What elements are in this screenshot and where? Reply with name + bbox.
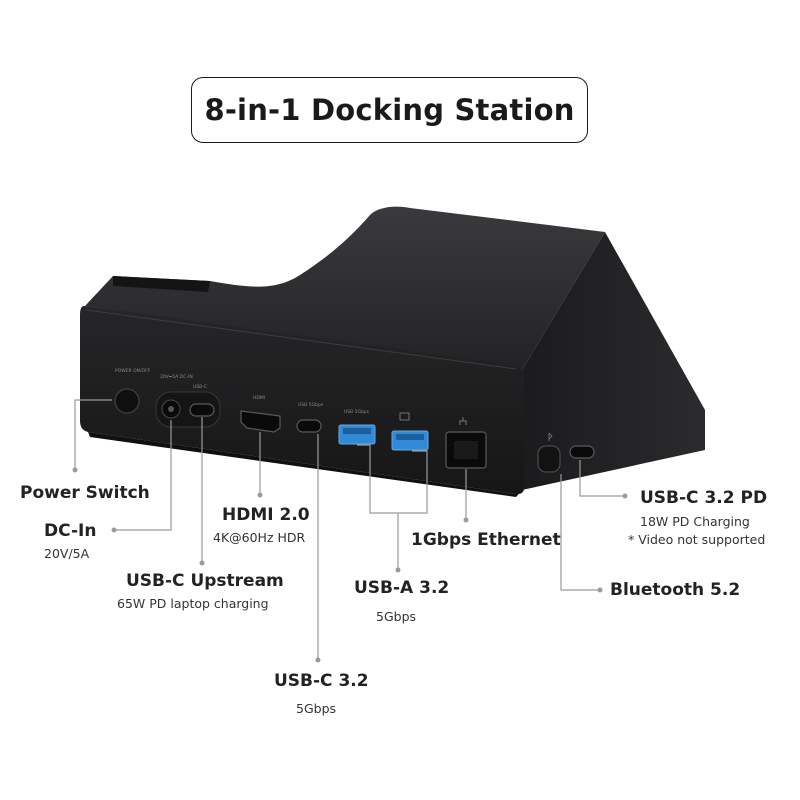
dot-bluetooth xyxy=(597,587,603,593)
ethernet-icon xyxy=(459,417,467,425)
usba-port-2[interactable] xyxy=(391,430,429,451)
dc-in-port[interactable] xyxy=(161,399,181,419)
label-dc-in: DC-In xyxy=(44,521,97,541)
leader-dc-in xyxy=(114,420,172,531)
page-title: 8-in-1 Docking Station xyxy=(204,93,575,127)
usbc-port[interactable] xyxy=(296,419,322,433)
usbc-up-printed-label: USB-C xyxy=(193,384,207,390)
dot-power-switch xyxy=(72,467,78,473)
label-hdmi-detail: 4K@60Hz HDR xyxy=(213,530,306,545)
device-side-panel xyxy=(522,232,705,490)
hdmi-port[interactable] xyxy=(240,410,281,433)
dot-dc-in xyxy=(111,527,117,533)
dot-hdmi xyxy=(257,492,263,498)
dot-usbc xyxy=(315,657,321,663)
leader-usba-2 xyxy=(398,450,428,514)
title-box: 8-in-1 Docking Station xyxy=(191,77,588,143)
usbc-printed-label: USB 5Gbps xyxy=(298,402,324,408)
dot-usbc-pd xyxy=(622,493,628,499)
label-usbc-pd: USB-C 3.2 PD xyxy=(640,488,768,508)
dot-usba xyxy=(395,567,401,573)
label-usbc-pd-note: * Video not supported xyxy=(628,532,766,547)
ethernet-port[interactable] xyxy=(445,431,487,469)
label-usbc-detail: 5Gbps xyxy=(296,701,337,716)
label-usbc-pd-detail: 18W PD Charging xyxy=(640,514,750,529)
device-body xyxy=(80,206,705,497)
label-usbc-upstream-detail: 65W PD laptop charging xyxy=(117,596,269,611)
device-top-surface xyxy=(85,206,605,370)
label-ethernet: 1Gbps Ethernet xyxy=(411,530,561,550)
label-usbc: USB-C 3.2 xyxy=(274,671,369,691)
usba-printed-label: USB 5Gbps xyxy=(344,409,370,415)
usbc-pd-port[interactable] xyxy=(569,445,595,459)
label-hdmi: HDMI 2.0 xyxy=(222,505,310,525)
power-button[interactable] xyxy=(114,388,140,414)
dot-usbc-upstream xyxy=(199,560,205,566)
label-usba-detail: 5Gbps xyxy=(376,609,417,624)
leader-usbc-pd xyxy=(579,460,625,497)
label-dc-in-detail: 20V/5A xyxy=(44,546,90,561)
bluetooth-icon xyxy=(548,432,553,441)
leader-lines xyxy=(74,399,625,660)
leader-usba-1 xyxy=(357,444,398,514)
leader-bluetooth xyxy=(560,474,600,591)
label-usba: USB-A 3.2 xyxy=(354,578,450,598)
display-icon xyxy=(399,412,410,421)
bluetooth-button[interactable] xyxy=(537,445,561,473)
dcin-printed-label: 20V⎓5A DC-IN xyxy=(160,374,193,380)
power-printed-label: POWER ON/OFF xyxy=(115,368,151,374)
usba-port-1[interactable] xyxy=(338,424,376,445)
hdmi-printed-label: HDMI xyxy=(253,395,265,401)
label-power-switch: Power Switch xyxy=(20,483,150,503)
leader-power-switch xyxy=(74,399,112,470)
label-bluetooth: Bluetooth 5.2 xyxy=(610,580,741,600)
label-usbc-upstream: USB-C Upstream xyxy=(126,571,284,591)
dot-ethernet xyxy=(463,517,469,523)
usbc-upstream-port[interactable] xyxy=(189,403,215,417)
